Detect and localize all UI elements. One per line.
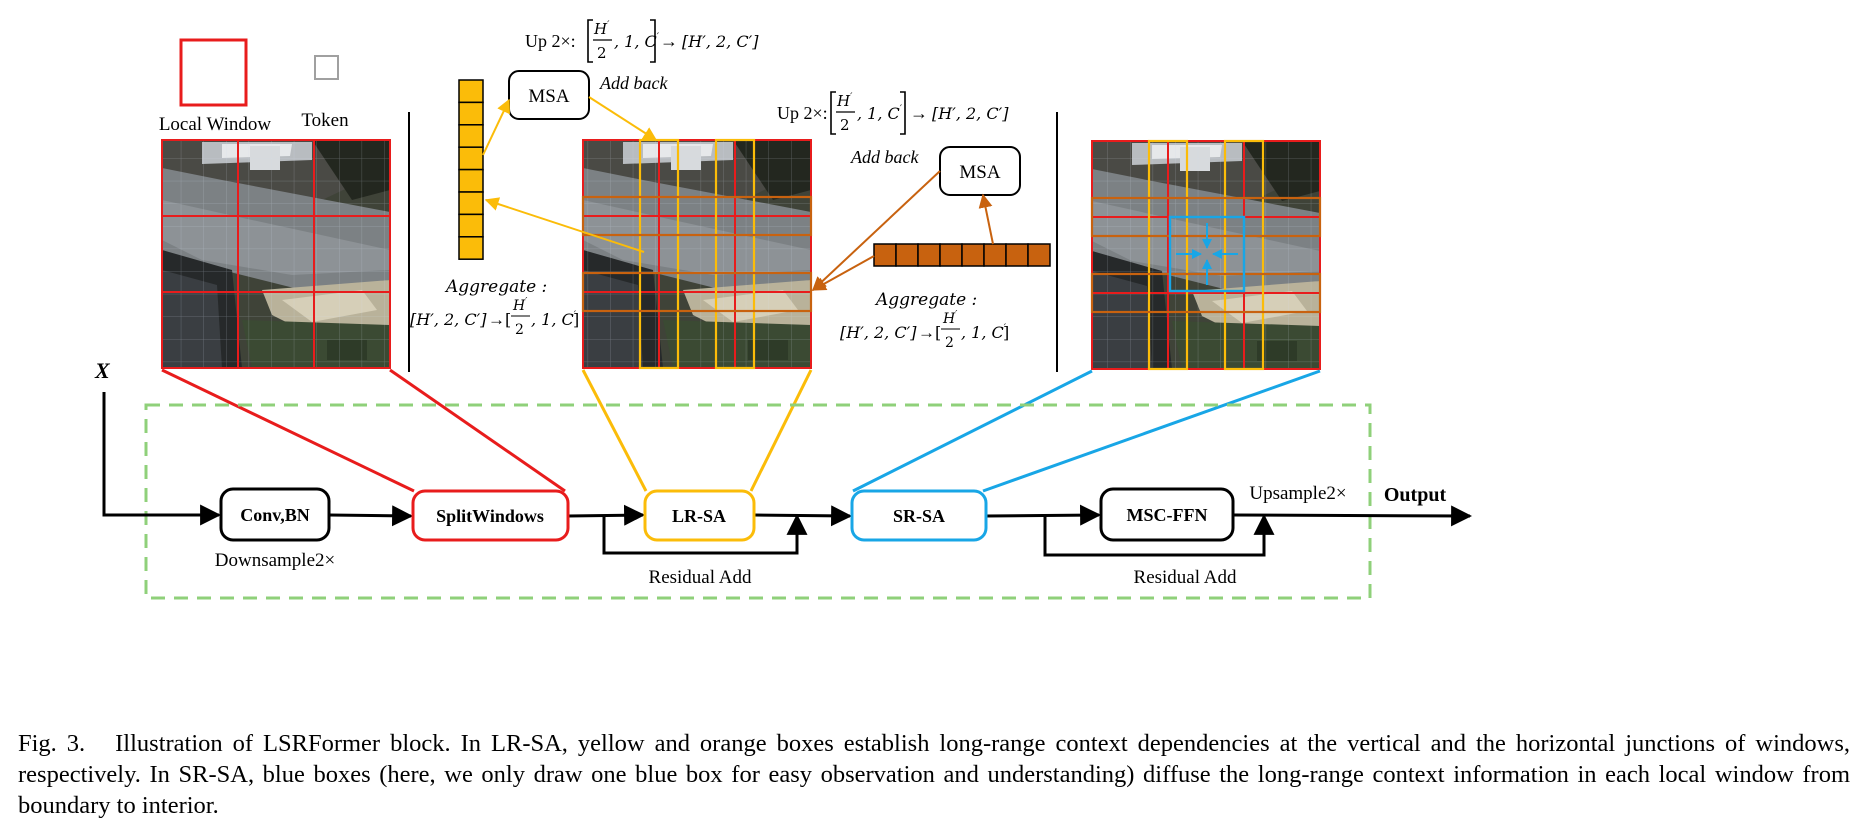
svg-text:Up 2×:: Up 2×: xyxy=(777,103,828,123)
svg-text:SR-SA: SR-SA xyxy=(893,506,945,526)
image-panel-1 xyxy=(161,139,391,369)
svg-text:H′: H′ xyxy=(512,297,527,314)
up2x-formula-1: Up 2×: H′ 2 , 1, C′ → [H′, 2, C′] xyxy=(525,19,759,63)
yellow-arrows xyxy=(482,96,658,253)
msa-label-2: MSA xyxy=(959,162,1000,183)
legend-local-window-box xyxy=(179,38,248,107)
svg-text:[H′, 2, C′]: [H′, 2, C′] xyxy=(410,310,487,329)
svg-text:H′: H′ xyxy=(942,310,957,327)
aggregate-formula-2: [H′, 2, C′] → [ H′ 2 , 1, C′ ] xyxy=(840,310,1009,351)
orange-arrows xyxy=(811,170,994,291)
svg-text:→: → xyxy=(488,310,505,329)
svg-text:[: [ xyxy=(505,310,511,329)
svg-text:, 1, C′: , 1, C′ xyxy=(614,32,660,51)
panel-local-window: Local Window Token xyxy=(159,38,391,369)
svg-text:[H′, 2, C′]: [H′, 2, C′] xyxy=(682,32,759,51)
svg-text:]: ] xyxy=(573,310,579,329)
block-container-dashed xyxy=(144,403,1372,600)
svg-text:H′: H′ xyxy=(836,92,853,110)
caption-text: Illustration of LSRFormer block. In LR-S… xyxy=(18,730,1851,819)
up2x-formula-2: Up 2×: H′ 2 , 1, C′ → [H′, 2, C′] xyxy=(777,91,1009,135)
svg-text:Up 2×:: Up 2×: xyxy=(525,31,576,51)
legend-local-window-label: Local Window xyxy=(159,114,272,135)
svg-text:[: [ xyxy=(935,323,941,342)
svg-text:LR-SA: LR-SA xyxy=(672,506,726,526)
block-msc-ffn: MSC-FFN xyxy=(1099,487,1235,542)
aggregate-label-2: Aggregate : xyxy=(874,290,977,310)
svg-text:2: 2 xyxy=(840,116,850,134)
downsample-label: Downsample2× xyxy=(215,550,335,571)
figure-caption: Fig. 3. Illustration of LSRFormer block.… xyxy=(18,728,1850,821)
svg-text:[H′, 2, C′]: [H′, 2, C′] xyxy=(932,104,1009,123)
caption-prefix: Fig. 3. xyxy=(18,730,86,757)
svg-text:]: ] xyxy=(1003,323,1009,342)
svg-text:, 1, C′: , 1, C′ xyxy=(961,323,1007,342)
svg-text:[H′, 2, C′]: [H′, 2, C′] xyxy=(840,323,917,342)
svg-text:2: 2 xyxy=(515,322,524,338)
svg-text:→: → xyxy=(660,31,678,51)
block-lr-sa: LR-SA xyxy=(643,489,756,542)
blue-diffuse-box xyxy=(1168,215,1246,293)
svg-text:Conv,BN: Conv,BN xyxy=(240,505,310,525)
svg-text:SplitWindows: SplitWindows xyxy=(436,506,544,526)
lsrformer-diagram: Local Window Token xyxy=(94,19,1473,600)
svg-text:→: → xyxy=(918,323,935,342)
svg-text:, 1, C′: , 1, C′ xyxy=(857,104,903,123)
svg-text:2: 2 xyxy=(597,44,607,62)
legend-token-box xyxy=(314,55,339,80)
token-stack-vertical xyxy=(458,79,484,260)
input-x-label: X xyxy=(94,358,111,383)
panel-lr-sa: MSA Up 2×: H′ 2 , 1, C′ → [H′, 2, C′] Ad… xyxy=(410,19,813,370)
svg-text:H′: H′ xyxy=(593,20,610,38)
token-stack-horizontal xyxy=(873,243,1051,267)
pipeline-arrows xyxy=(102,392,1473,557)
svg-text:→: → xyxy=(910,103,928,123)
aggregate-label-1: Aggregate : xyxy=(444,277,547,297)
residual-add-label-1: Residual Add xyxy=(649,567,752,588)
svg-text:MSC-FFN: MSC-FFN xyxy=(1127,505,1208,525)
legend-token-label: Token xyxy=(301,110,349,131)
block-sr-sa: SR-SA xyxy=(850,489,988,542)
block-conv-bn: Conv,BN xyxy=(219,487,331,542)
blue-inward-arrows xyxy=(1176,223,1238,285)
output-label: Output xyxy=(1384,484,1447,506)
add-back-2: Add back xyxy=(850,147,919,167)
svg-text:2: 2 xyxy=(945,335,954,351)
image-panel-2 xyxy=(581,138,813,370)
panel-lr-sa-horizontal: Up 2×: H′ 2 , 1, C′ → [H′, 2, C′] Add ba… xyxy=(777,91,1051,351)
image-panel-sr-sa xyxy=(1090,139,1322,371)
msa-box-1 xyxy=(508,70,590,120)
block-split-windows: SplitWindows xyxy=(411,489,570,542)
aggregate-formula-1: [H′, 2, C′] → [ H′ 2 , 1, C′ ] xyxy=(410,297,579,338)
panel-connectors xyxy=(161,368,1321,493)
svg-text:, 1, C′: , 1, C′ xyxy=(531,310,577,329)
msa-label-1: MSA xyxy=(528,86,569,107)
residual-add-label-2: Residual Add xyxy=(1134,567,1237,588)
upsample-label: Upsample2× xyxy=(1249,483,1346,504)
add-back-1: Add back xyxy=(599,73,668,93)
